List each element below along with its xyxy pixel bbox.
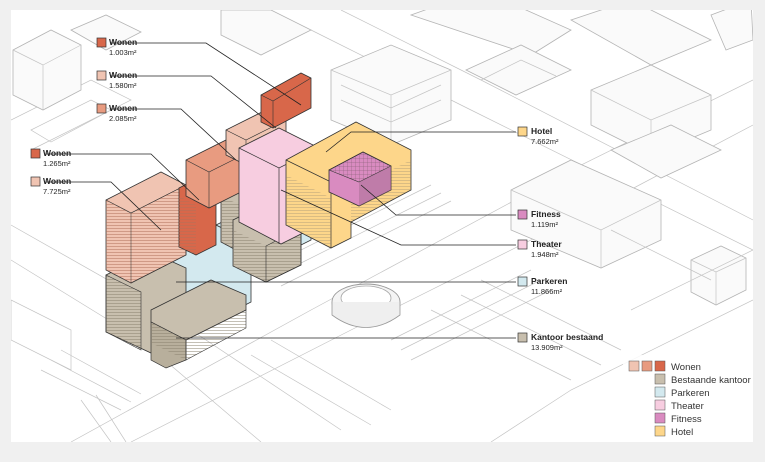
label-wonen-5: Wonen 7.725m² [30,176,71,196]
label-wonen-1: Wonen 1.003m² [96,37,137,57]
legend-label-theater: Theater [671,401,704,412]
label-hotel: Hotel 7.662m² [517,126,559,146]
label-wonen-5-area: 7.725m² [43,187,71,196]
label-parkeren-swatch [517,276,528,287]
label-wonen-4-swatch [30,148,41,159]
legend-label-hotel: Hotel [671,427,693,438]
legend-item-fitness: Fitness [654,412,702,425]
label-kantoor-title: Kantoor bestaand [531,332,603,342]
label-wonen-5-swatch [30,176,41,187]
label-parkeren-area: 11.866m² [531,287,563,296]
label-wonen-3-area: 2.085m² [109,114,137,123]
label-parkeren: Parkeren 11.866m² [517,276,567,296]
legend-swatch-wonen-1 [628,360,640,372]
label-wonen-2-swatch [96,70,107,81]
legend-swatch-wonen-3 [654,360,666,372]
label-fitness-swatch [517,209,528,220]
diagram-frame: Wonen 1.003m² Wonen 1.580m² Wonen 2.085m… [11,10,753,442]
label-wonen-1-area: 1.003m² [109,48,137,57]
legend-label-fitness: Fitness [671,414,702,425]
legend-swatch-kantoor [654,373,666,385]
context-map [11,10,753,442]
label-theater-swatch [517,239,528,250]
label-kantoor-area: 13.909m² [531,343,563,352]
label-theater: Theater 1.948m² [517,239,562,259]
label-wonen-4-title: Wonen [43,148,71,158]
circular-building [331,283,401,328]
label-kantoor: Kantoor bestaand 13.909m² [517,332,603,352]
building-complex [105,72,412,369]
label-wonen-3-title: Wonen [109,103,137,113]
legend-swatch-parkeren [654,386,666,398]
label-wonen-2-title: Wonen [109,70,137,80]
label-fitness-title: Fitness [531,209,561,219]
legend-label-parkeren: Parkeren [671,388,710,399]
legend-item-theater: Theater [654,399,704,412]
legend: Wonen Bestaande kantoor Parkeren Theater… [623,355,751,440]
legend-swatch-fitness [654,412,666,424]
site-diagram: Wonen 1.003m² Wonen 1.580m² Wonen 2.085m… [11,10,753,442]
label-kantoor-swatch [517,332,528,343]
legend-item-parkeren: Parkeren [654,386,710,399]
leader-lines [46,42,516,339]
label-hotel-title: Hotel [531,126,552,136]
label-wonen-1-title: Wonen [109,37,137,47]
label-wonen-4: Wonen 1.265m² [30,148,71,168]
label-fitness: Fitness 1.119m² [517,209,561,229]
label-hotel-area: 7.662m² [531,137,559,146]
legend-item-wonen: Wonen [628,360,701,373]
label-theater-area: 1.948m² [531,250,559,259]
legend-swatch-theater [654,399,666,411]
label-wonen-1-swatch [96,37,107,48]
legend-item-kantoor: Bestaande kantoor [654,373,751,386]
label-parkeren-title: Parkeren [531,276,567,286]
legend-label-wonen: Wonen [671,362,701,373]
label-wonen-2: Wonen 1.580m² [96,70,137,90]
legend-swatch-wonen-2 [641,360,653,372]
label-wonen-2-area: 1.580m² [109,81,137,90]
label-hotel-swatch [517,126,528,137]
legend-label-kantoor: Bestaande kantoor [671,375,751,386]
label-wonen-3-swatch [96,103,107,114]
legend-item-hotel: Hotel [654,425,693,438]
label-wonen-3: Wonen 2.085m² [96,103,137,123]
label-theater-title: Theater [531,239,562,249]
legend-swatch-hotel [654,425,666,437]
label-wonen-5-title: Wonen [43,176,71,186]
label-fitness-area: 1.119m² [531,220,558,229]
label-wonen-4-area: 1.265m² [43,159,71,168]
